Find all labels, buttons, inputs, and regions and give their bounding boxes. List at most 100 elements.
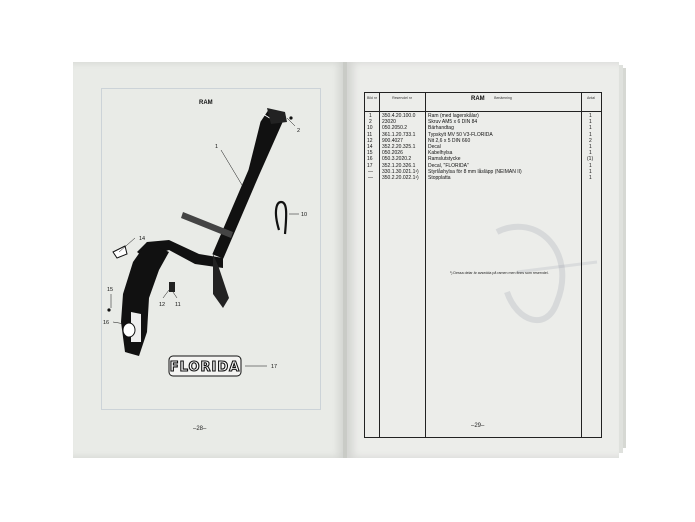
row-part-number: 050.2050.2 <box>382 125 408 132</box>
parts-table: Bild nr Reservdel nr Benämning Antal 1 3… <box>364 92 602 438</box>
row-description: Ram (med lagerskålar) <box>428 113 479 119</box>
frame-head-tube <box>267 108 287 124</box>
row-quantity: 1 <box>589 175 592 181</box>
row-description: Decal <box>428 144 441 150</box>
row-description: Bärhandtag <box>428 125 454 132</box>
bleed-through-frame <box>101 88 321 410</box>
row-part-number: 050.3.2020.2 <box>382 156 412 163</box>
frame-cross-member <box>181 212 233 238</box>
table-row: 1 350.4.20.100.0 Ram (med lagerskålar) 1 <box>365 113 601 119</box>
right-page-title: RAM <box>471 96 485 102</box>
column-divider <box>379 93 380 437</box>
parts-table-header: Bild nr Reservdel nr Benämning Antal <box>365 93 601 112</box>
row-part-number: 23020 <box>382 119 396 126</box>
book-spine <box>343 62 349 458</box>
row-description: Kabelhylsa <box>428 150 453 157</box>
row-part-number: 900.4027 <box>382 137 403 144</box>
callout-11: 11 <box>175 302 181 308</box>
table-row: 14 352.2.20.325.1 Decal 1 <box>365 144 601 150</box>
row-part-number: 050.2026 <box>382 150 403 157</box>
left-page-number: –28– <box>193 426 207 432</box>
row-position: 15 <box>367 150 373 157</box>
callout-17: 17 <box>271 364 277 370</box>
row-position: 12 <box>367 137 373 144</box>
callout-15: 15 <box>107 287 113 293</box>
row-quantity: 1 <box>589 168 592 175</box>
row-quantity: 1 <box>589 144 592 150</box>
table-row: — 350.2.20.022.1¹) Stopplatta 1 <box>365 175 601 181</box>
row-description: Typskylt MV 50 V3-FLORIDA <box>428 131 493 138</box>
callout-16: 16 <box>103 320 109 326</box>
callout-2: 2 <box>297 128 300 134</box>
row-part-number: 352.1.20.326.1 <box>382 162 416 169</box>
row-description: Ramslutstycke <box>428 156 461 163</box>
row-position: 17 <box>367 162 373 169</box>
row-quantity: 1 <box>589 150 592 157</box>
row-part-number: 350.2.20.022.1¹) <box>382 175 419 181</box>
frame-bracket <box>213 254 229 308</box>
row-part-number: 361.1.20.733.1 <box>382 131 416 138</box>
callout-12: 12 <box>159 302 165 308</box>
header-quantity: Antal <box>587 96 595 100</box>
frame-end-piece <box>122 322 136 338</box>
decal-part <box>112 245 128 259</box>
header-part-number: Reservdel nr <box>392 96 412 100</box>
florida-logo: FLORIDA <box>170 360 240 375</box>
right-page: RAM Bild nr Reservdel nr Benämning Antal… <box>347 62 619 458</box>
page-edge <box>623 68 626 448</box>
cable-sleeve <box>107 308 111 312</box>
row-quantity: 1 <box>589 113 592 119</box>
table-row: 2 23020 Skruv AM5 x 6 DIN 84 1 <box>365 119 601 125</box>
row-description: Decal, "FLORIDA" <box>428 162 469 169</box>
type-plate <box>169 282 175 292</box>
row-description: Styrlåshylsa för 8 mm låsläpp (NEIMAN II… <box>428 168 522 175</box>
row-position: 11 <box>367 131 373 138</box>
column-divider <box>425 93 426 437</box>
row-quantity: 1 <box>589 125 592 132</box>
bleed-through-illustration <box>495 223 598 324</box>
row-position: 10 <box>367 125 373 132</box>
row-position: 2 <box>369 119 372 126</box>
table-row: 10 050.2050.2 Bärhandtag 1 <box>365 125 601 131</box>
table-row: 11 361.1.20.733.1 Typskylt MV 50 V3-FLOR… <box>365 132 601 138</box>
row-quantity: 1 <box>589 119 592 126</box>
left-page-title: RAM <box>199 100 213 106</box>
row-description: Skruv AM5 x 6 DIN 84 <box>428 119 478 126</box>
open-booklet: RAM <box>73 62 626 458</box>
table-row: 15 050.2026 Kabelhylsa 1 <box>365 150 601 156</box>
florida-decal-frame <box>168 355 242 377</box>
screw-part <box>289 116 293 120</box>
right-page-number: –29– <box>471 423 485 429</box>
header-description: Benämning <box>494 96 512 100</box>
table-row: — 330.1.30.021.1¹) Styrlåshylsa för 8 mm… <box>365 169 601 175</box>
row-position: — <box>368 168 373 175</box>
callout-1: 1 <box>215 144 218 150</box>
row-position: 16 <box>367 156 373 163</box>
callout-10: 10 <box>301 212 307 218</box>
frame-rear-section <box>121 242 169 356</box>
row-quantity: 2 <box>589 137 592 144</box>
header-position: Bild nr <box>367 96 377 100</box>
table-row: 12 900.4027 Nit 2,6 x 5 DIN 660 2 <box>365 138 601 144</box>
row-part-number: 330.1.30.021.1¹) <box>382 168 419 175</box>
row-description: Nit 2,6 x 5 DIN 660 <box>428 137 471 144</box>
row-position: — <box>368 175 373 181</box>
row-position: 1 <box>369 113 372 119</box>
row-position: 14 <box>367 144 373 150</box>
row-description: Stopplatta <box>428 175 451 181</box>
row-quantity: 1 <box>589 162 592 169</box>
table-row: 16 050.3.2020.2 Ramslutstycke (1) <box>365 156 601 162</box>
frame-cradle <box>137 240 223 268</box>
frame-main-tube <box>212 109 284 259</box>
carry-handle <box>274 200 288 235</box>
row-part-number: 350.4.20.100.0 <box>382 113 416 119</box>
row-part-number: 352.2.20.325.1 <box>382 144 416 150</box>
table-row: 17 352.1.20.326.1 Decal, "FLORIDA" 1 <box>365 163 601 169</box>
left-page: RAM <box>73 62 345 458</box>
callout-14: 14 <box>139 236 145 242</box>
page-edge <box>619 65 623 453</box>
column-divider <box>581 93 582 437</box>
frame-exploded-diagram: 1 2 10 14 15 16 12 11 17 FLORIDA <box>103 108 307 377</box>
row-quantity: 1 <box>589 131 592 138</box>
row-quantity: (1) <box>587 156 594 163</box>
